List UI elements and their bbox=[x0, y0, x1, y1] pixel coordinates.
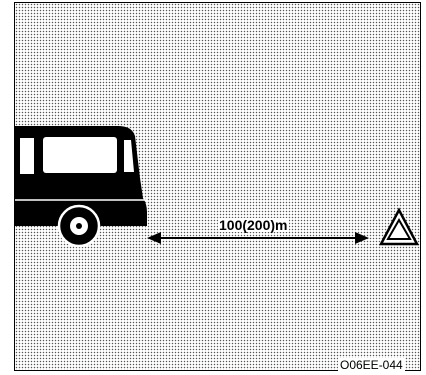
van-icon bbox=[15, 126, 147, 246]
distance-label: 100(200)m bbox=[218, 218, 289, 232]
figure-code: O06EE-044 bbox=[338, 358, 405, 372]
warning-triangle-icon bbox=[381, 210, 417, 244]
double-arrow-icon bbox=[147, 232, 369, 244]
